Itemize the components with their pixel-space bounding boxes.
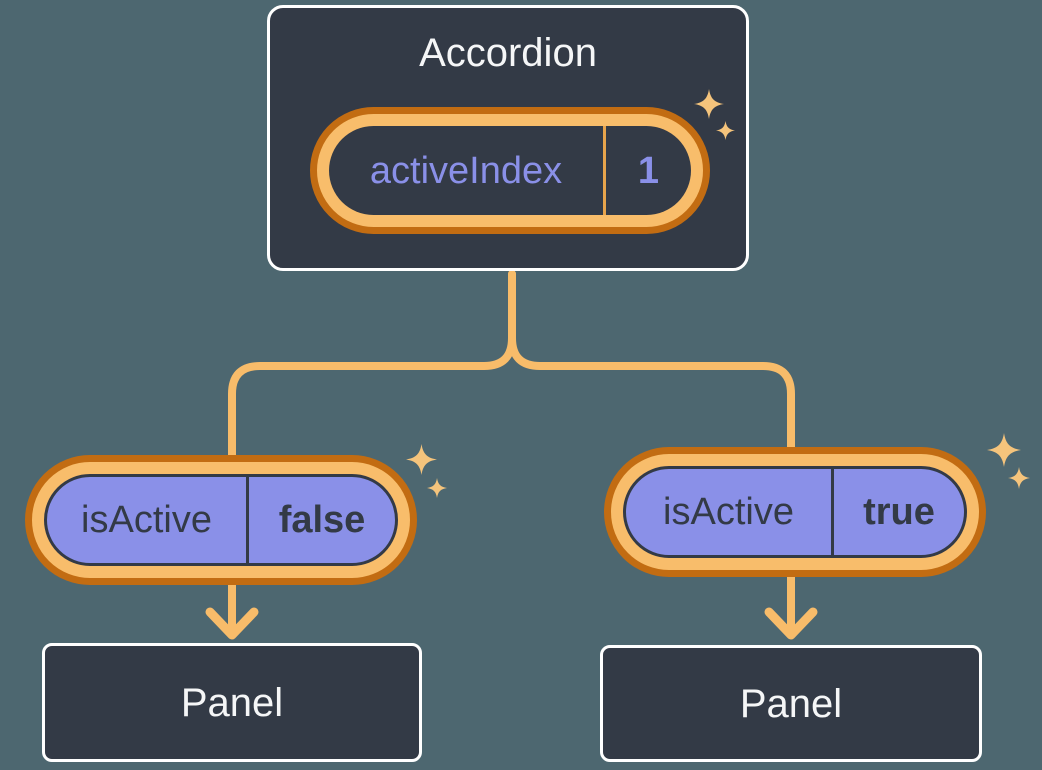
prop-value-label: true bbox=[863, 491, 935, 533]
pill-divider bbox=[246, 477, 249, 563]
state-pill: activeIndex 1 bbox=[310, 107, 710, 234]
panel-component-box-right: Panel bbox=[600, 645, 982, 762]
pill-divider bbox=[603, 126, 606, 215]
state-name-label: activeIndex bbox=[369, 149, 563, 192]
prop-name-label: isActive bbox=[663, 491, 794, 533]
prop-pill-left: isActive false bbox=[25, 455, 417, 585]
arrowhead-right-icon bbox=[764, 607, 818, 640]
component-title: Panel bbox=[180, 680, 284, 725]
component-title: Panel bbox=[739, 681, 843, 726]
sparkle-icon bbox=[406, 444, 437, 475]
prop-value-label: false bbox=[278, 499, 366, 541]
accordion-component-box: Accordion activeIndex 1 bbox=[267, 5, 749, 271]
sparkle-icon bbox=[427, 478, 447, 498]
sparkle-icon bbox=[987, 433, 1021, 467]
prop-name-label: isActive bbox=[81, 499, 212, 541]
panel-component-box-left: Panel bbox=[42, 643, 422, 762]
arrowhead-left-icon bbox=[205, 607, 259, 640]
branch-line-right bbox=[508, 270, 795, 634]
sparkle-icon bbox=[694, 89, 724, 119]
sparkle-icon bbox=[1008, 467, 1030, 489]
state-value-label: 1 bbox=[637, 149, 660, 192]
component-title: Accordion bbox=[419, 31, 597, 75]
pill-divider bbox=[831, 469, 834, 555]
prop-pill-right: isActive true bbox=[604, 447, 986, 577]
sparkle-icon bbox=[716, 121, 735, 140]
